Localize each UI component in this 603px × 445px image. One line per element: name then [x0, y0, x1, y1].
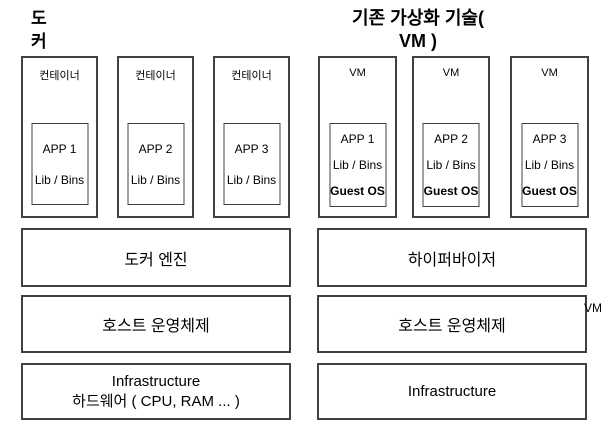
docker-infrastructure-box: Infrastructure 하드웨어 ( CPU, RAM ... ) — [21, 363, 291, 420]
libs-label: Lib / Bins — [524, 158, 575, 172]
container-label: 컨테이너 — [39, 70, 80, 82]
app-box: APP 2 Lib / Bins — [127, 123, 184, 205]
docker-container-1: 컨테이너 APP 1 Lib / Bins — [21, 56, 98, 218]
guest-os-label: Guest OS — [330, 184, 385, 198]
vm-box-3: VM APP 3 Lib / Bins Guest OS — [510, 56, 589, 218]
docker-engine-box: 도커 엔진 — [21, 228, 291, 287]
app-box: APP 2 Lib / Bins Guest OS — [422, 123, 480, 207]
docker-container-2: 컨테이너 APP 2 Lib / Bins — [117, 56, 194, 218]
vm-label: VM — [442, 67, 460, 79]
app-name: APP 2 — [434, 132, 468, 146]
vm-annotation-label: VM — [584, 301, 602, 315]
app-name: APP 1 — [340, 132, 375, 146]
docker-section-title: 도 커 — [31, 9, 47, 51]
vm-host-os-box: 호스트 운영체제 — [317, 295, 587, 353]
app-box: APP 1 Lib / Bins — [31, 123, 88, 205]
libs-label: Lib / Bins — [426, 158, 476, 172]
hypervisor-box: 하이퍼바이저 — [317, 228, 587, 287]
vm-section-title: 기존 가상화 기술( VM ) — [352, 8, 484, 51]
vm-infrastructure-box: Infrastructure — [317, 363, 587, 420]
app-name: APP 1 — [42, 141, 77, 156]
app-box: APP 3 Lib / Bins — [223, 123, 280, 205]
libs-label: Lib / Bins — [226, 172, 277, 187]
app-box: APP 1 Lib / Bins Guest OS — [329, 123, 386, 207]
libs-label: Lib / Bins — [34, 172, 85, 187]
container-label: 컨테이너 — [135, 70, 176, 82]
app-name: APP 3 — [532, 132, 567, 146]
app-name: APP 3 — [234, 141, 269, 156]
docker-host-os-box: 호스트 운영체제 — [21, 295, 291, 353]
libs-label: Lib / Bins — [332, 158, 383, 172]
vm-label: VM — [349, 67, 366, 79]
vm-box-1: VM APP 1 Lib / Bins Guest OS — [318, 56, 397, 218]
guest-os-label: Guest OS — [423, 184, 479, 198]
vm-box-2: VM APP 2 Lib / Bins Guest OS — [412, 56, 490, 218]
container-label: 컨테이너 — [231, 70, 272, 82]
app-name: APP 2 — [138, 141, 173, 156]
app-box: APP 3 Lib / Bins Guest OS — [521, 123, 578, 207]
docker-container-3: 컨테이너 APP 3 Lib / Bins — [213, 56, 290, 218]
vm-label: VM — [541, 67, 558, 79]
libs-label: Lib / Bins — [130, 172, 181, 187]
guest-os-label: Guest OS — [522, 184, 577, 198]
